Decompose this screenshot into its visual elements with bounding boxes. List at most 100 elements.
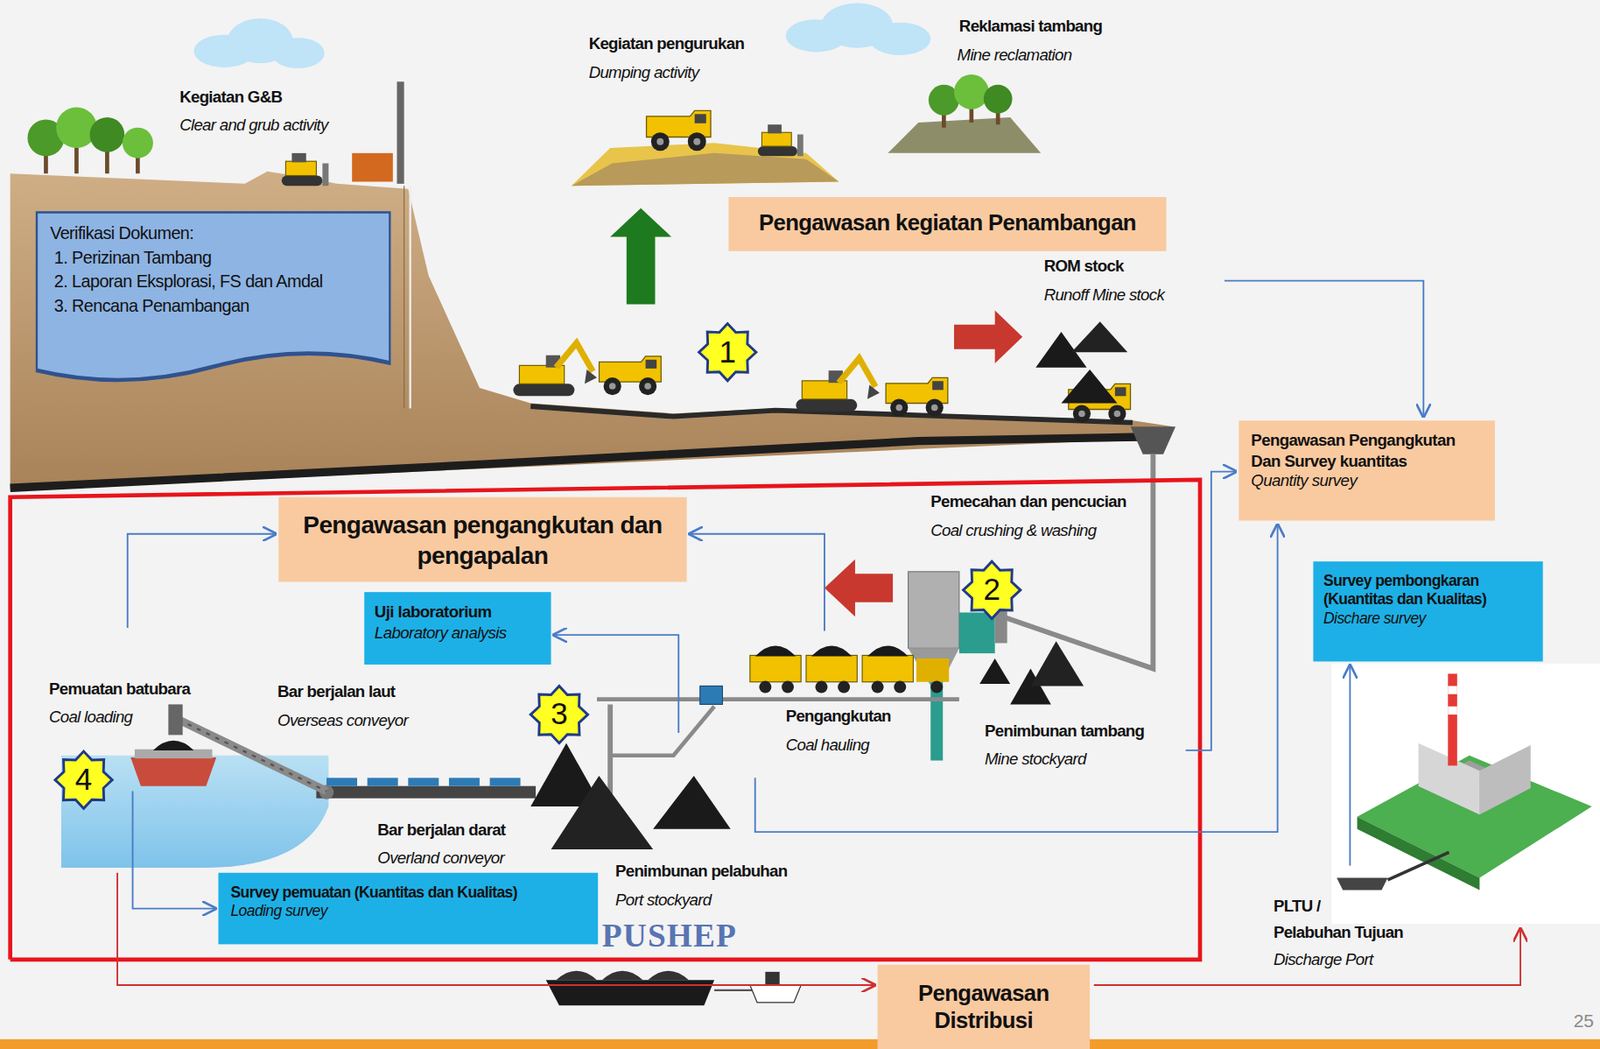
label-text: PLTU /: [1273, 897, 1321, 916]
barge: [546, 979, 715, 1005]
overland-conveyor: [407, 777, 439, 786]
callout-stars: [963, 561, 1021, 618]
clouds: [194, 2, 932, 69]
overland-conveyor: [367, 777, 399, 786]
blue-connectors: [1185, 471, 1236, 751]
box-title: Survey pemuatan (Kuantitas dan Kualitas): [230, 882, 586, 901]
ship-loader: [153, 740, 195, 751]
red-connectors: [117, 872, 1521, 985]
crushing-plant: [930, 673, 943, 760]
label-text: Kegiatan pengurukan: [589, 35, 744, 54]
crushing-plant: [908, 571, 960, 648]
port-conveyor: [596, 696, 960, 702]
label-english: Coal loading: [49, 708, 133, 727]
trees: [90, 117, 126, 153]
mine-stockyard: [979, 658, 1011, 684]
hauling-train: [893, 680, 906, 694]
box-title: Pengawasan Distribusi: [887, 979, 1080, 1035]
label-text: Pemuatan batubara: [49, 679, 190, 698]
red-frame: [10, 479, 1200, 960]
box-title: Pengawasan Pengangkutan Dan Survey kuant…: [1250, 430, 1483, 471]
crushing-plant: [1130, 426, 1176, 454]
hauling-train: [930, 680, 943, 694]
process-box: Pengawasan pengangkutan dan pengapalan: [278, 497, 687, 583]
power-plant: [1447, 673, 1457, 765]
label-text: Kegiatan G&B: [179, 87, 282, 106]
overland-conveyor: [315, 785, 536, 799]
blue-connectors: [127, 280, 1425, 909]
label-text: Reklamasi tambang: [959, 17, 1102, 36]
bottom-bar: [0, 1038, 1600, 1049]
label-english: Discharge Port: [1273, 949, 1374, 969]
drill-rig: [408, 185, 411, 408]
hauling-train: [806, 654, 857, 681]
hauling-train: [750, 654, 801, 681]
barge: [555, 970, 689, 980]
rom-stock: [1035, 321, 1128, 403]
label-text: Penimbunan tambang: [984, 721, 1144, 740]
trees: [56, 106, 98, 148]
ship-loader: [168, 703, 183, 735]
survey-box: Uji laboratoriumLaboratory analysis: [364, 591, 551, 665]
label-english: Clear and grub activity: [179, 116, 328, 135]
crushing-plant: [1004, 454, 1153, 669]
mine-pit: [10, 171, 1174, 491]
barge: [750, 984, 801, 1003]
excavation-equipment: [512, 343, 1130, 423]
mine-stockyard: [1030, 640, 1084, 686]
box-title: Survey pembongkaran (Kuantitas dan Kuali…: [1323, 571, 1533, 610]
hauling-train: [871, 680, 885, 694]
survey-box: Survey pemuatan (Kuantitas dan Kualitas)…: [217, 872, 598, 945]
mine-pit: [10, 171, 1174, 491]
callout-stars: [530, 685, 588, 743]
box-text: Loading survey: [230, 901, 586, 920]
excavation-equipment: [885, 377, 948, 416]
port-conveyor: [610, 706, 715, 756]
power-plant: [1388, 851, 1450, 879]
port-conveyor: [596, 685, 960, 816]
excavation-equipment: [599, 356, 662, 395]
port-stockyard: [652, 775, 731, 829]
crushing-plant: [908, 647, 960, 694]
red-arrows: [954, 309, 1023, 364]
dumping: [571, 153, 839, 186]
reclamation: [887, 74, 1041, 154]
drill-rig: [403, 185, 405, 408]
excavation-equipment: [795, 357, 880, 412]
blue-connectors: [127, 533, 276, 628]
label-english: Runoff Mine stock: [1044, 285, 1165, 304]
power-plant: [1479, 744, 1530, 815]
blue-connectors: [133, 791, 216, 909]
overland-conveyor: [490, 777, 521, 786]
reclamation: [954, 74, 990, 110]
label-text: Pemecahan dan pencucian: [930, 492, 1126, 512]
blue-connectors: [689, 533, 825, 632]
barge: [714, 989, 756, 991]
box-text: 1. Perizinan Tambang: [49, 247, 377, 269]
reclamation: [983, 84, 1013, 114]
drill-rig: [351, 153, 393, 183]
power-plant: [1447, 706, 1457, 715]
green-arrow: [610, 208, 672, 305]
power-plant: [1331, 663, 1600, 924]
callout-number: 4: [75, 762, 92, 798]
barge: [546, 970, 801, 1006]
clouds: [271, 37, 325, 69]
drill-rig: [281, 153, 330, 186]
excavation-equipment: [512, 343, 597, 397]
overland-conveyor: [326, 777, 521, 786]
label-text: Penimbunan pelabuhan: [615, 862, 787, 881]
callout-number: 1: [719, 334, 737, 370]
box-text: 2. Laporan Eksplorasi, FS dan Amdal: [49, 272, 377, 294]
drill-rig: [397, 81, 405, 184]
trees: [122, 127, 154, 159]
dumping: [646, 110, 711, 151]
label-english: Port stockyard: [615, 891, 711, 910]
hauling-train: [837, 680, 850, 694]
power-plant: [1331, 663, 1600, 924]
hauling-train: [781, 680, 794, 694]
label-text: Pelabuhan Tujuan: [1273, 923, 1404, 942]
label-english: Overland conveyor: [377, 849, 505, 868]
power-plant: [1447, 685, 1457, 694]
label-text: ROM stock: [1044, 257, 1124, 276]
